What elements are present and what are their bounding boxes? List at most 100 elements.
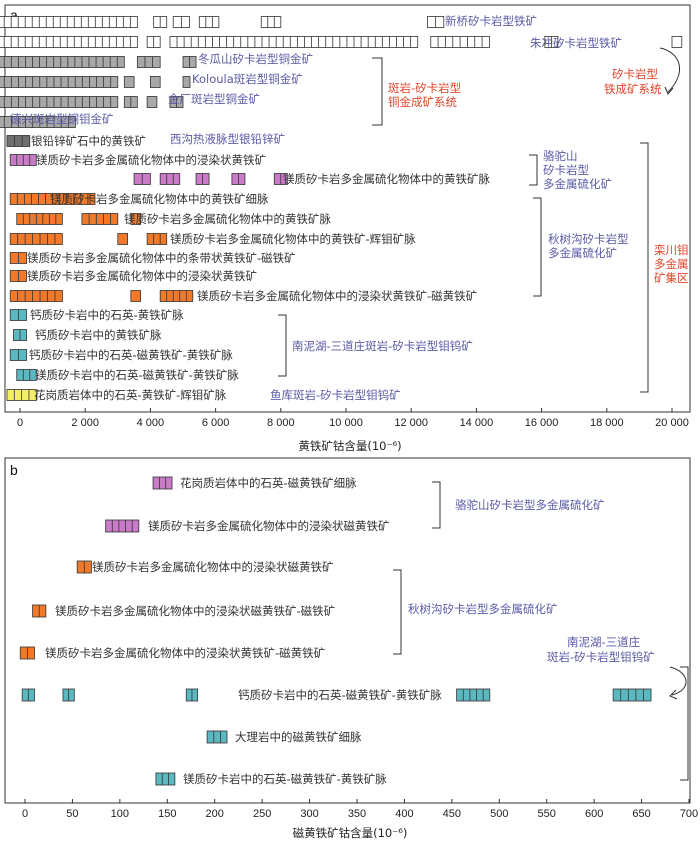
sample-box bbox=[149, 76, 161, 88]
label-zhuchong: 朱冲矽卡岩型铁矿 bbox=[530, 36, 622, 50]
sample-box bbox=[0, 116, 76, 128]
x-tick-label: 4 000 bbox=[137, 417, 165, 429]
bracket-b-luotuoshan bbox=[432, 481, 441, 529]
row-label: 镁质矽卡岩多金属硫化物体中的浸染状黄铁矿 bbox=[36, 153, 266, 167]
x-tick-label: 700 bbox=[680, 808, 698, 820]
group-luotuoshan-line3: 多金属硫化矿 bbox=[543, 177, 612, 191]
row-label: 钙质矽卡岩中的石英-磁黄铁矿-黄铁矿脉 bbox=[238, 688, 442, 702]
row-label: 银铅锌矿石中的黄铁矿 bbox=[31, 134, 146, 148]
x-tick-label: 300 bbox=[300, 808, 318, 820]
x-tick-label: 200 bbox=[206, 808, 224, 820]
row-label: 镁质矽卡岩中的石英-磁黄铁矿-黄铁矿脉 bbox=[35, 368, 239, 382]
x-tick-label: 16 000 bbox=[525, 417, 559, 429]
group-b-luotuoshan: 骆驼山矽卡岩型多金属硫化矿 bbox=[455, 498, 605, 512]
arrow-b-nannihu bbox=[669, 666, 687, 696]
row-label: 镁质矽卡岩多金属硫化物体中的浸染状磁黄铁矿 bbox=[92, 560, 334, 574]
x-tick-label: 600 bbox=[585, 808, 603, 820]
panel-a-frame bbox=[4, 4, 691, 413]
sample-box bbox=[152, 476, 173, 490]
x-tick-label: 0 bbox=[22, 808, 28, 820]
x-tick-label: 150 bbox=[158, 808, 176, 820]
sample-box bbox=[146, 96, 158, 108]
group-b-nannihu-line1: 南泥湖-三道庄 bbox=[567, 635, 640, 649]
label-xigou: 西沟热液脉型银铅锌矿 bbox=[170, 132, 285, 146]
group-iron-line1: 矽卡岩型 bbox=[612, 67, 658, 81]
sample-box bbox=[16, 369, 37, 381]
sample-box bbox=[130, 290, 142, 302]
group-luanchuan-line3: 矿集区 bbox=[654, 271, 689, 285]
sample-box bbox=[123, 76, 135, 88]
sample-box bbox=[6, 135, 31, 147]
row-label: 镁质矽卡岩中的石英-磁黄铁矿-黄铁矿脉 bbox=[183, 772, 387, 786]
bracket-b-nannihu bbox=[680, 666, 689, 781]
row-label: 镁质矽卡岩多金属硫化物体中的浸染状黄铁矿 bbox=[27, 269, 257, 283]
x-tick-label: 450 bbox=[443, 808, 461, 820]
row-label: 镁质矽卡岩多金属硫化物体中的黄铁矿细脉 bbox=[50, 192, 269, 206]
row-label: 钙质矽卡岩中的石英-磁黄铁矿-黄铁矿脉 bbox=[29, 348, 233, 362]
x-tick-label: 650 bbox=[632, 808, 650, 820]
row-label: 镁质矽卡岩多金属硫化物体中的浸染状黄铁矿-磁黄铁矿 bbox=[197, 289, 477, 303]
sample-box bbox=[155, 772, 176, 786]
x-tick-label: 6 000 bbox=[202, 417, 230, 429]
label-dexing: 德兴斑岩型铜钼金矿 bbox=[10, 112, 114, 126]
sample-box bbox=[0, 36, 138, 48]
x-tick-label: 500 bbox=[490, 808, 508, 820]
row-label: 镁质矽卡岩多金属硫化物体中的浸染状黄铁矿-磁黄铁矿 bbox=[45, 646, 325, 660]
sample-box bbox=[9, 233, 63, 245]
x-tick-label: 8 000 bbox=[267, 417, 295, 429]
bracket-luanchuan bbox=[640, 142, 649, 393]
sample-box bbox=[146, 233, 168, 245]
label-jinchang: 金厂斑岩型铜金矿 bbox=[168, 92, 260, 106]
row-label: 镁质矽卡岩多金属硫化物体中的黄铁矿-辉钼矿脉 bbox=[170, 232, 416, 246]
sample-box bbox=[612, 688, 652, 702]
x-tick-label: 250 bbox=[253, 808, 271, 820]
sample-box bbox=[169, 36, 419, 48]
panel-b-frame bbox=[4, 457, 691, 804]
label-dongguashan: 冬瓜山矽卡岩型铜金矿 bbox=[198, 52, 313, 66]
x-tick-label: 12 000 bbox=[394, 417, 428, 429]
label-xinqiao: 新桥矽卡岩型铁矿 bbox=[445, 14, 537, 28]
panel-b-rows: 花岗质岩体中的石英-磁黄铁矿细脉镁质矽卡岩多金属硫化物体中的浸染状磁黄铁矿镁质矽… bbox=[19, 476, 652, 786]
sample-box bbox=[16, 213, 63, 225]
sample-box bbox=[182, 76, 191, 88]
x-tick-label: 400 bbox=[395, 808, 413, 820]
x-tick-label: 20 000 bbox=[655, 417, 689, 429]
x-tick-label: 18 000 bbox=[590, 417, 624, 429]
panel-b-x-axis-title: 磁黄铁矿钴含量(10⁻⁶) bbox=[293, 826, 408, 840]
row-label: 大理岩中的磁黄铁矿细脉 bbox=[235, 730, 362, 744]
panel-a-x-axis-title: 黄铁矿钴含量(10⁻⁶) bbox=[298, 439, 401, 453]
x-tick-label: 350 bbox=[348, 808, 366, 820]
row-label: 花岗质岩体中的石英-磁黄铁矿细脉 bbox=[180, 476, 357, 490]
sample-box bbox=[117, 233, 128, 245]
arrow-b-nannihu-head bbox=[669, 689, 678, 700]
x-tick-label: 2 000 bbox=[71, 417, 99, 429]
sample-box bbox=[0, 96, 119, 108]
arrow-iron-head bbox=[664, 86, 674, 95]
x-tick-label: 10 000 bbox=[329, 417, 363, 429]
x-tick-label: 0 bbox=[17, 417, 23, 429]
row-label: 花岗质岩体中的石英-黄铁矿-辉钼矿脉 bbox=[34, 388, 227, 402]
sample-box bbox=[130, 213, 142, 225]
group-luanchuan-line1: 栾川钼 bbox=[654, 243, 689, 257]
group-luanchuan-line2: 多金属 bbox=[654, 257, 689, 271]
group-porphyry-line1: 斑岩-矽卡岩型 bbox=[388, 81, 461, 95]
sample-box bbox=[671, 36, 683, 48]
group-b-nannihu-line2: 斑岩-矽卡岩型钼钨矿 bbox=[547, 650, 655, 664]
sample-box bbox=[456, 688, 491, 702]
bracket-nannihu bbox=[278, 314, 287, 377]
bracket-qiushugou bbox=[533, 197, 542, 297]
x-tick-label: 100 bbox=[111, 808, 129, 820]
row-label: 钙质矽卡岩中的黄铁矿脉 bbox=[35, 328, 162, 342]
panel-a-rows: 银铅锌矿石中的黄铁矿镁质矽卡岩多金属硫化物体中的浸染状黄铁矿镁质矽卡岩多金属硫化… bbox=[0, 16, 683, 402]
x-tick-label: 50 bbox=[66, 808, 78, 820]
group-nannihu: 南泥湖-三道庄斑岩-矽卡岩型钼钨矿 bbox=[292, 339, 473, 353]
label-koloula: Koloula斑岩型铜金矿 bbox=[192, 72, 303, 86]
sample-box bbox=[0, 76, 119, 88]
sample-box bbox=[206, 730, 228, 744]
sample-box bbox=[81, 213, 119, 225]
row-label: 镁质矽卡岩多金属硫化物体中的黄铁矿脉 bbox=[124, 212, 331, 226]
panel-b-label: b bbox=[10, 462, 18, 478]
row-label: 镁质矽卡岩多金属硫化物体中的条带状黄铁矿-磁铁矿 bbox=[27, 251, 296, 265]
group-b-qiushugou: 秋树沟矽卡岩型多金属硫化矿 bbox=[408, 602, 558, 616]
